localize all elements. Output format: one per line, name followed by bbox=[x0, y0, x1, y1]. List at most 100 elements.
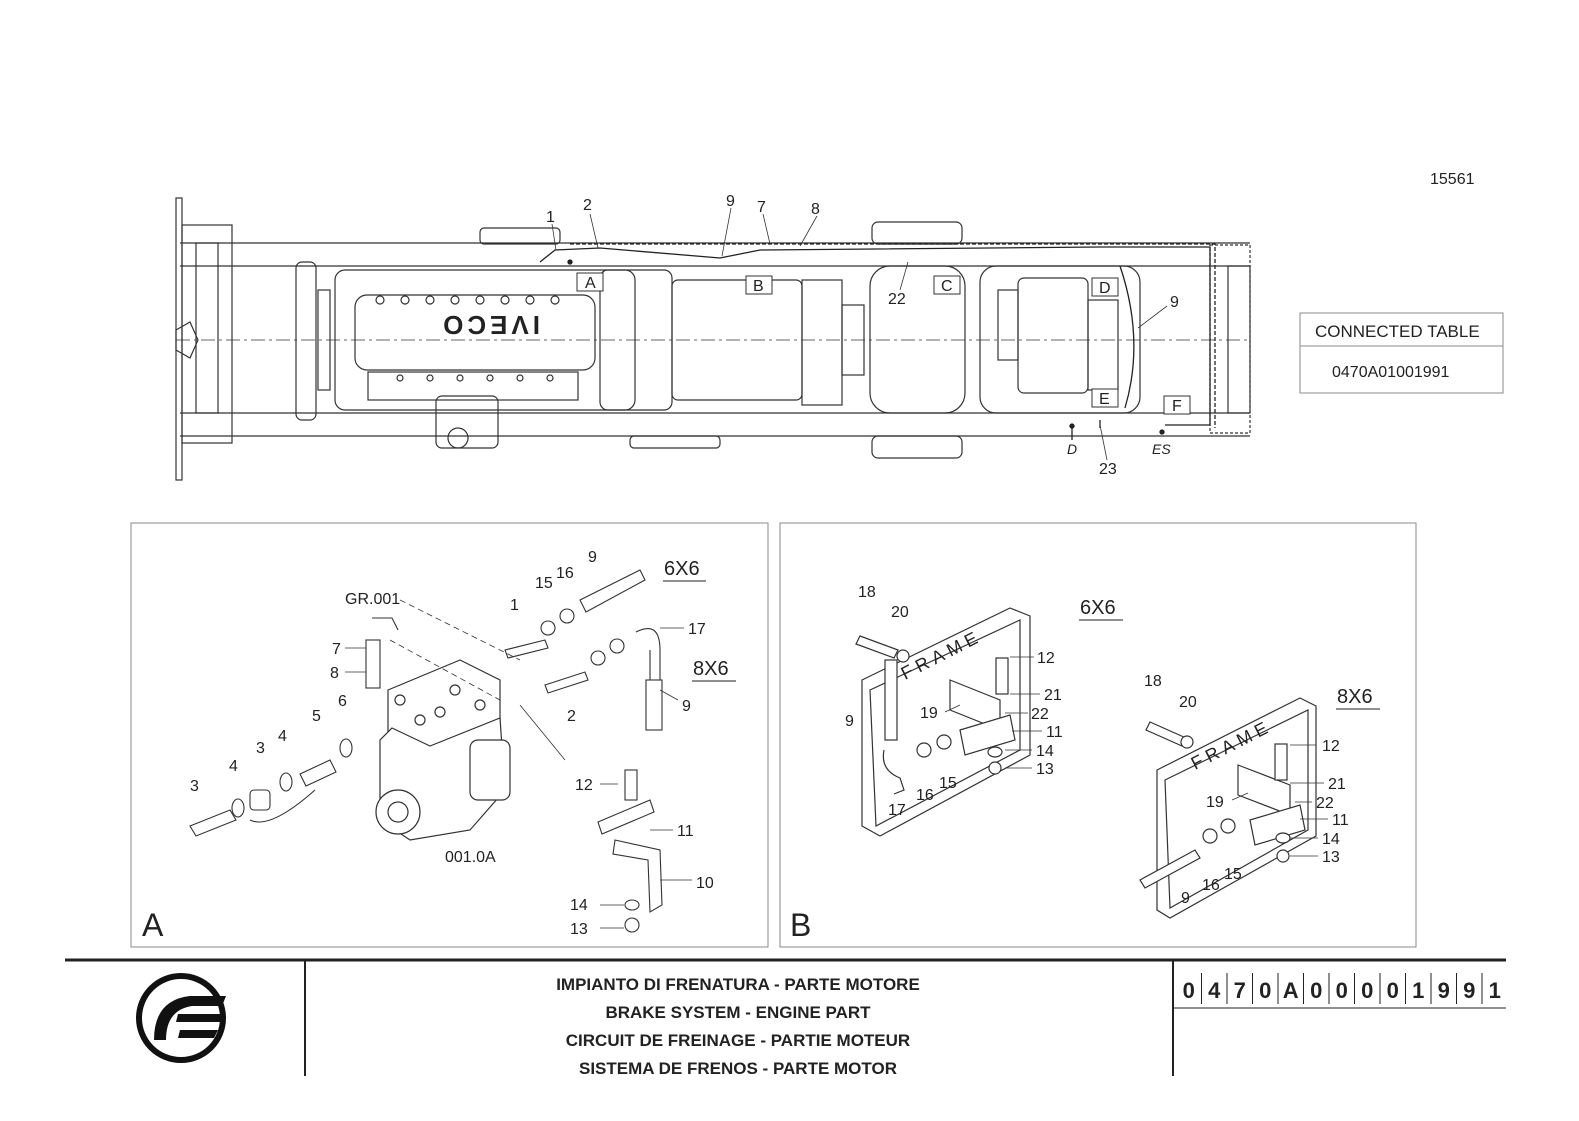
panel-a-part-9b: 9 bbox=[682, 698, 691, 715]
code-digit: 0 bbox=[1183, 978, 1195, 1003]
panel-b-left-part-15: 15 bbox=[939, 775, 957, 792]
panel-b-right-part-12: 12 bbox=[1322, 738, 1340, 755]
title-line-english: BRAKE SYSTEM - ENGINE PART bbox=[605, 1003, 871, 1022]
panel-b-right-part-18: 18 bbox=[1144, 673, 1162, 690]
panel-a-part-15: 15 bbox=[535, 575, 553, 592]
code-digit: 0 bbox=[1387, 978, 1399, 1003]
panel-b-left-part-21: 21 bbox=[1044, 687, 1062, 704]
panel-a-leader-lines bbox=[345, 599, 692, 929]
panel-b-right-part-13: 13 bbox=[1322, 849, 1340, 866]
panel-b-left-part-9: 9 bbox=[845, 713, 854, 730]
panel-b-left-part-19: 19 bbox=[920, 705, 938, 722]
panel-a-part-11: 11 bbox=[677, 823, 694, 840]
panel-b-right-part-9: 9 bbox=[1181, 890, 1190, 907]
panel-a-part-8: 8 bbox=[330, 665, 339, 682]
panel-a-frame bbox=[130, 522, 769, 948]
panel-b-right-part-21: 21 bbox=[1328, 776, 1346, 793]
panel-b-left-part-16: 16 bbox=[916, 787, 934, 804]
panel-a-variant-6x6: 6X6 bbox=[664, 558, 700, 580]
code-digit: 1 bbox=[1412, 978, 1424, 1003]
panel-a-part-3a: 3 bbox=[190, 778, 199, 795]
title-block bbox=[65, 958, 1506, 1076]
overview-part-labels: 1 2 9 7 8 22 9 23 D ES bbox=[546, 193, 1179, 478]
code-digit: 9 bbox=[1438, 978, 1450, 1003]
marker-d: D bbox=[1067, 441, 1077, 457]
panel-b-right-part-labels: 18 20 12 21 19 22 11 14 13 9 16 15 bbox=[1144, 673, 1349, 907]
overview-section-boxes: A B C D E F bbox=[576, 272, 1191, 415]
title-lines: IMPIANTO DI FRENATURA - PARTE MOTORE BRA… bbox=[556, 975, 920, 1078]
overview-label-9: 9 bbox=[726, 193, 735, 210]
panel-b-right-part-11: 11 bbox=[1332, 812, 1349, 829]
panel-a-part-10: 10 bbox=[696, 875, 714, 892]
code-digit: 1 bbox=[1489, 978, 1501, 1003]
code-digit: 4 bbox=[1208, 978, 1221, 1003]
panel-b-right-part-22: 22 bbox=[1316, 795, 1334, 812]
section-box-d: D bbox=[1099, 280, 1111, 297]
panel-a-compressor-label: 001.0A bbox=[445, 849, 496, 866]
drawing-number: 15561 bbox=[1430, 171, 1475, 188]
panel-a-part-7: 7 bbox=[332, 641, 341, 658]
section-box-b: B bbox=[753, 278, 764, 295]
panel-b-right-part-20: 20 bbox=[1179, 694, 1197, 711]
panel-b-variant-6x6: 6X6 bbox=[1080, 597, 1116, 619]
overview-label-22: 22 bbox=[888, 291, 906, 308]
connected-table-value: 0470A01001991 bbox=[1332, 364, 1450, 381]
panel-b-right-part-15: 15 bbox=[1224, 866, 1242, 883]
section-box-f: F bbox=[1172, 398, 1182, 415]
panel-a-part-12: 12 bbox=[575, 777, 593, 794]
overview-label-1: 1 bbox=[546, 209, 555, 226]
code-digit: 0 bbox=[1336, 978, 1348, 1003]
marker-es: ES bbox=[1152, 441, 1171, 457]
panel-b-left-part-12: 12 bbox=[1037, 650, 1055, 667]
title-line-italian: IMPIANTO DI FRENATURA - PARTE MOTORE bbox=[556, 975, 920, 994]
section-box-e: E bbox=[1099, 391, 1110, 408]
overview-callouts bbox=[551, 207, 1168, 461]
panel-a-part-16: 16 bbox=[556, 565, 574, 582]
panel-b-left-part-22: 22 bbox=[1031, 706, 1049, 723]
panel-a-part-9a: 9 bbox=[588, 549, 597, 566]
code-digit: 0 bbox=[1361, 978, 1373, 1003]
panel-a-compressor bbox=[375, 659, 511, 841]
panel-a-part-labels: 3 4 3 4 5 6 7 8 1 2 15 16 9 17 9 12 11 1… bbox=[190, 549, 714, 938]
section-box-c: C bbox=[941, 278, 953, 295]
code-digit: 0 bbox=[1259, 978, 1271, 1003]
panel-a-part-2: 2 bbox=[567, 708, 576, 725]
panel-a-part-4a: 4 bbox=[229, 758, 238, 775]
panel-b-left-part-14: 14 bbox=[1036, 743, 1054, 760]
panel-a-part-1: 1 bbox=[510, 597, 519, 614]
panel-a-part-4b: 4 bbox=[278, 728, 287, 745]
engine-brand-text: IVECO bbox=[439, 310, 540, 340]
section-box-a: A bbox=[585, 275, 596, 292]
code-digit: A bbox=[1283, 978, 1299, 1003]
panel-a-part-17: 17 bbox=[688, 621, 706, 638]
code-digit: 7 bbox=[1234, 978, 1246, 1003]
panel-b-left-part-labels: 18 20 12 21 19 22 11 14 13 9 17 16 15 bbox=[845, 584, 1063, 819]
company-logo-icon bbox=[136, 973, 226, 1063]
overview-label-7: 7 bbox=[757, 199, 766, 216]
panel-a-part-6: 6 bbox=[338, 693, 347, 710]
overview-label-8: 8 bbox=[811, 201, 820, 218]
overview-label-2: 2 bbox=[583, 197, 592, 214]
panel-a-group-label: GR.001 bbox=[345, 591, 400, 608]
panel-a-variant-8x6: 8X6 bbox=[693, 658, 729, 680]
title-line-spanish: SISTEMA DE FRENOS - PARTE MOTOR bbox=[579, 1059, 897, 1078]
connected-table-header: CONNECTED TABLE bbox=[1315, 322, 1480, 341]
panel-b-left-part-18: 18 bbox=[858, 584, 876, 601]
panel-b-right-part-19: 19 bbox=[1206, 794, 1224, 811]
panel-b-left-part-20: 20 bbox=[891, 604, 909, 621]
panel-a-part-3b: 3 bbox=[256, 740, 265, 757]
panel-b-left-part-11: 11 bbox=[1046, 724, 1063, 741]
chassis-overview bbox=[175, 197, 1251, 481]
panel-b-frame bbox=[779, 522, 1417, 948]
panel-b-letter: B bbox=[790, 907, 811, 943]
code-digit: 9 bbox=[1463, 978, 1475, 1003]
panel-b-left-part-13: 13 bbox=[1036, 761, 1054, 778]
panel-a-part-14: 14 bbox=[570, 897, 588, 914]
overview-label-23: 23 bbox=[1099, 461, 1117, 478]
overview-label-9b: 9 bbox=[1170, 294, 1179, 311]
panel-b-leader-lines bbox=[944, 656, 1328, 857]
connected-table: CONNECTED TABLE 0470A01001991 bbox=[1299, 312, 1504, 394]
panel-a-part-5: 5 bbox=[312, 708, 321, 725]
panel-b-frame-plates bbox=[855, 607, 1317, 919]
